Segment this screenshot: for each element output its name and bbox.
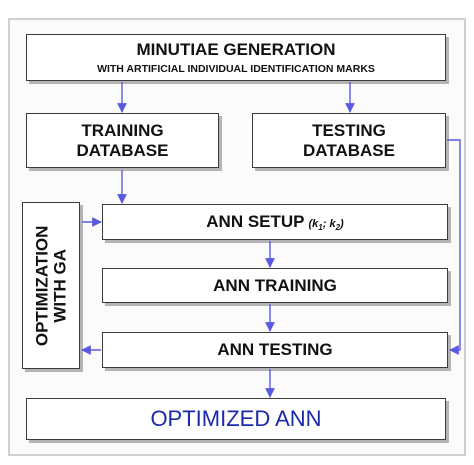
optimization-ga-box: OPTIMIZATION WITH GA [22, 202, 80, 369]
ann-setup-row: ANN SETUP (k1; k2) [206, 212, 343, 232]
params-sep: ; k [322, 217, 336, 230]
ann-testing-box: ANN TESTING [102, 332, 448, 368]
param-sub-1: 1 [318, 223, 323, 232]
training-database-line2: DATABASE [76, 140, 169, 160]
training-database-box: TRAINING DATABASE [26, 113, 219, 168]
ann-setup-label: ANN SETUP [206, 211, 305, 231]
param-sub-2: 2 [335, 223, 341, 232]
ann-setup-params: (k1; k2) [309, 218, 344, 232]
params-open: (k [308, 217, 319, 230]
minutiae-subtitle: WITH ARTIFICIAL INDIVIDUAL IDENTIFICATIO… [97, 62, 375, 75]
testing-database-box: TESTING DATABASE [252, 113, 446, 168]
optimized-ann-box: OPTIMIZED ANN [26, 398, 446, 440]
ann-training-label: ANN TRAINING [213, 275, 337, 295]
minutiae-title: MINUTIAE GENERATION [136, 40, 336, 60]
testing-database-line1: TESTING [312, 120, 386, 140]
params-close: ) [340, 217, 344, 230]
training-database-line1: TRAINING [81, 120, 164, 140]
arrow-testing-db-to-ann-testing [447, 139, 461, 355]
ann-training-box: ANN TRAINING [102, 268, 448, 303]
optimized-ann-label: OPTIMIZED ANN [150, 406, 322, 432]
ann-setup-box: ANN SETUP (k1; k2) [102, 204, 448, 240]
testing-database-line2: DATABASE [303, 140, 395, 160]
minutiae-generation-box: MINUTIAE GENERATION WITH ARTIFICIAL INDI… [26, 34, 446, 81]
ann-testing-label: ANN TESTING [217, 340, 333, 360]
